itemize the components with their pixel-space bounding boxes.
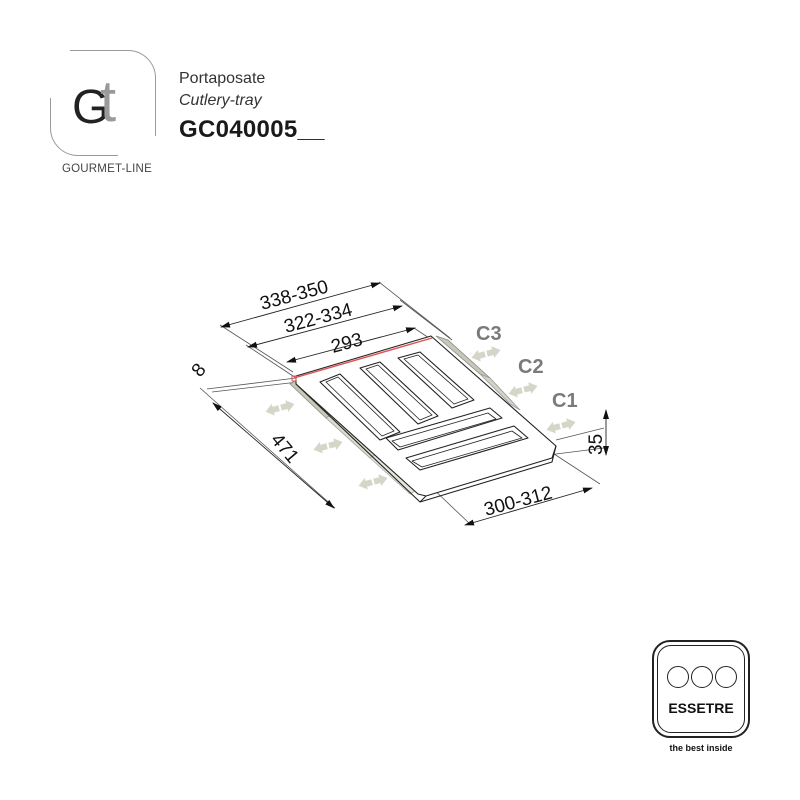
product-name-italian: Portaposate [179, 70, 266, 87]
logo-letter-t: t [100, 69, 117, 134]
adjust-arrow-icon [507, 380, 540, 400]
dim-depth: 471 [266, 430, 302, 468]
dim-front-width: 300-312 [482, 482, 555, 520]
dim-tray-width: 293 [329, 329, 365, 357]
dim-offset: 8 [188, 360, 211, 382]
essetre-logo: ESSETRE [652, 640, 750, 738]
essetre-circles-icon [667, 666, 737, 688]
position-label-c3: C3 [476, 323, 502, 345]
essetre-name: ESSETRE [668, 700, 734, 716]
essetre-tagline: the best inside [669, 743, 733, 753]
product-line-name: GOURMET-LINE [62, 163, 152, 175]
adjust-arrow-icon [357, 472, 390, 492]
adjust-arrow-icon [312, 436, 345, 456]
product-name-english: Cutlery-tray [179, 92, 262, 109]
position-label-c1: C1 [552, 390, 578, 412]
dim-height: 35 [586, 434, 607, 455]
adjust-arrow-icon [470, 344, 503, 364]
adjust-arrow-icon [264, 398, 297, 418]
gourmet-line-logo-frame [48, 48, 158, 158]
highlighted-back-edge [291, 337, 433, 382]
logo-letter-g: G [72, 81, 109, 134]
dimension-lines [212, 282, 609, 526]
position-label-c2: C2 [518, 356, 544, 378]
adjust-arrow-icon [545, 416, 578, 436]
product-code: GC040005__ [179, 116, 325, 143]
tray-body [295, 335, 557, 503]
right-runner [435, 335, 521, 411]
